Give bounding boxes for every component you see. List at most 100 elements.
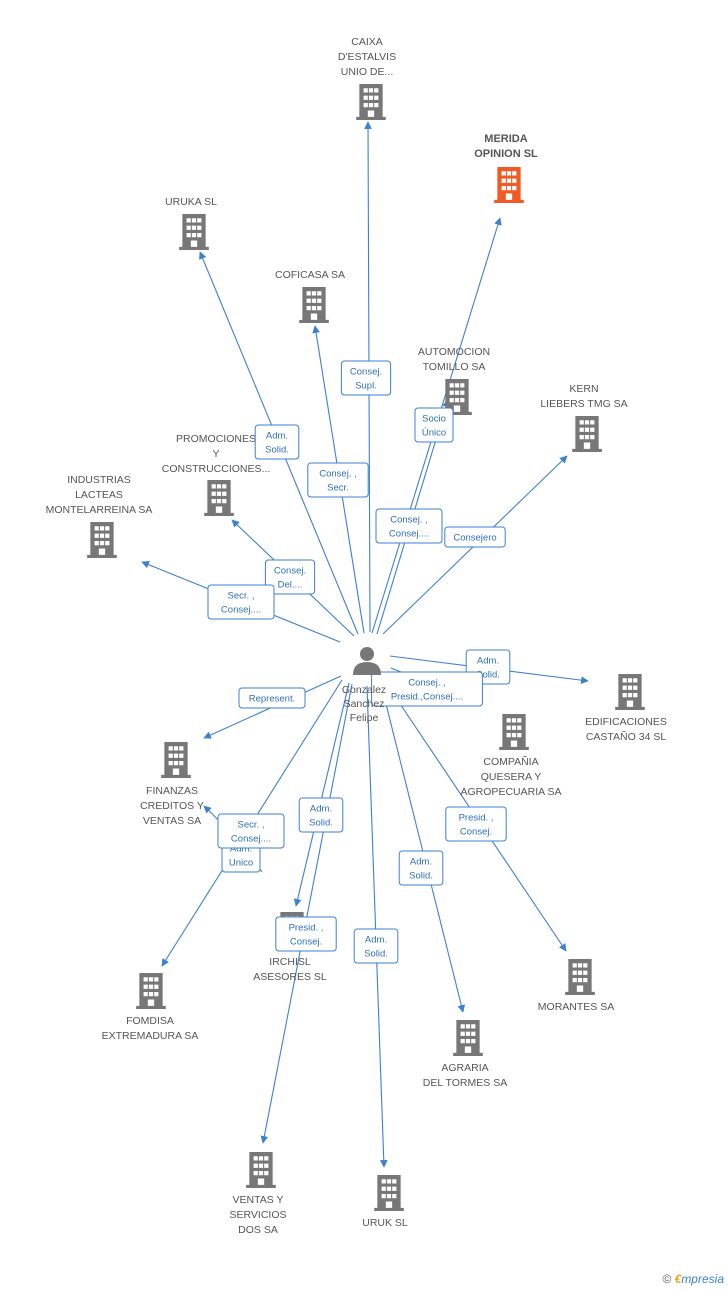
edge-label-text: Consej.... bbox=[221, 605, 261, 616]
building-icon bbox=[246, 1152, 276, 1188]
edge-label-finanzas[interactable]: Represent. bbox=[238, 687, 306, 709]
edge-label-box bbox=[307, 462, 369, 498]
edge-label-text: Adm. bbox=[477, 656, 499, 667]
footer-brand: © €mpresia bbox=[662, 1272, 724, 1286]
edge-line-irchisl bbox=[293, 682, 350, 907]
edge-label-agraria[interactable]: Adm.Solid. bbox=[398, 850, 444, 886]
person-name-line: Sanchez bbox=[344, 698, 385, 710]
edge-label-box bbox=[254, 424, 300, 460]
edge-label-box bbox=[353, 928, 399, 964]
company-node-promociones[interactable]: PROMOCIONESYCONSTRUCCIONES... bbox=[162, 433, 271, 516]
edge-label-box bbox=[340, 360, 392, 396]
company-node-irchisl[interactable]: IRCHISL ASESORES SL bbox=[253, 912, 327, 983]
edge-label-coficasa[interactable]: Consej. ,Secr. bbox=[307, 462, 369, 498]
edge-label-text: Secr. , bbox=[238, 820, 265, 831]
edge-line-ventas bbox=[260, 683, 353, 1144]
edge-label-box bbox=[238, 687, 306, 709]
company-name-line: ASESORES SL bbox=[253, 971, 327, 983]
company-name-line: QUESERA Y bbox=[481, 771, 542, 783]
brand-e-glyph: € bbox=[674, 1272, 682, 1286]
edge-label-text: Consej. bbox=[460, 827, 492, 838]
edge-label-box bbox=[207, 584, 275, 620]
edge-label-automocion[interactable]: Consej. ,Consej.... bbox=[375, 508, 443, 544]
edge-label-box bbox=[444, 526, 506, 548]
company-name-line: COMPAÑIA bbox=[483, 755, 538, 768]
company-name-line: URUK SL bbox=[362, 1217, 408, 1229]
edge-label-text: Adm. bbox=[365, 935, 387, 946]
building-icon bbox=[136, 973, 166, 1009]
company-name-line: EXTREMADURA SA bbox=[102, 1030, 199, 1042]
company-node-morantes[interactable]: MORANTES SA bbox=[538, 959, 614, 1013]
edge-label-box bbox=[414, 407, 454, 443]
edge-label-uruka[interactable]: Adm.Solid. bbox=[254, 424, 300, 460]
company-name-line: MERIDA bbox=[484, 133, 527, 145]
edge-label-text: Único bbox=[422, 428, 446, 439]
company-node-merida[interactable]: MERIDA OPINION SL bbox=[474, 133, 538, 203]
edge-label-box bbox=[445, 806, 507, 842]
company-name-line: CONSTRUCCIONES... bbox=[162, 463, 271, 475]
edge-label-text: Adm. bbox=[230, 844, 252, 855]
company-node-kern[interactable]: KERN LIEBERS TMG SA bbox=[540, 383, 628, 452]
company-name-line: VENTAS Y bbox=[233, 1194, 284, 1206]
company-name-line: D'ESTALVIS bbox=[338, 51, 396, 63]
company-name-line: LACTEAS bbox=[75, 489, 123, 501]
edge-label-text: Consej. , bbox=[390, 515, 428, 526]
edge-label-text: Solid. bbox=[364, 949, 388, 960]
edge-label-box bbox=[375, 508, 443, 544]
edge-label-industrias[interactable]: Secr. ,Consej.... bbox=[207, 584, 275, 620]
edge-label-compania[interactable]: Consej. ,Presid.,Consej.... bbox=[371, 671, 483, 707]
company-name-line: MORANTES SA bbox=[538, 1001, 614, 1013]
edge-label-text: Consejero bbox=[453, 533, 496, 544]
company-name-line: OPINION SL bbox=[474, 148, 538, 160]
company-name-line: TOMILLO SA bbox=[423, 361, 486, 373]
building-icon bbox=[161, 742, 191, 778]
edge-label-text: Adm. bbox=[266, 431, 288, 442]
edge-label-text: Consej. bbox=[274, 566, 306, 577]
edge-label-text: Del.... bbox=[278, 580, 303, 591]
edge-label-text: Consej. bbox=[290, 937, 322, 948]
company-name-line: URUKA SL bbox=[165, 196, 217, 208]
edge-label-irchisl[interactable]: Adm.Solid. bbox=[298, 797, 344, 833]
company-name-line: IRCHISL bbox=[269, 956, 311, 968]
company-node-coficasa[interactable]: COFICASA SA bbox=[275, 269, 345, 323]
building-icon bbox=[356, 84, 386, 120]
company-name-line: UNIO DE... bbox=[341, 66, 394, 78]
edge-label-caixa[interactable]: Consej.Supl. bbox=[340, 360, 392, 396]
building-icon bbox=[374, 1175, 404, 1211]
company-name-line: CAIXA bbox=[351, 36, 383, 48]
edge-label-text: Unico bbox=[229, 858, 253, 869]
company-name-line: KERN bbox=[569, 383, 598, 395]
building-icon bbox=[494, 167, 524, 203]
edge-label-finanzas2[interactable]: Secr. ,Consej.... bbox=[217, 813, 285, 849]
company-node-uruka[interactable]: URUKA SL bbox=[165, 196, 217, 250]
edge-label-morantes[interactable]: Presid. , Consej. bbox=[445, 806, 507, 842]
edge-label-promociones[interactable]: Consej. Del.... bbox=[264, 559, 316, 595]
edge-label-box bbox=[371, 671, 483, 707]
edge-label-text: Represent. bbox=[249, 694, 295, 705]
edge-label-text: Consej. , bbox=[319, 469, 357, 480]
edge-label-kern[interactable]: Consejero bbox=[444, 526, 506, 548]
edge-label-uruk[interactable]: Adm. Solid. bbox=[353, 928, 399, 964]
edge-label-box bbox=[398, 850, 444, 886]
company-node-uruk[interactable]: URUK SL bbox=[362, 1175, 408, 1229]
company-name-line: LIEBERS TMG SA bbox=[540, 398, 627, 410]
copyright-symbol: © bbox=[662, 1272, 672, 1286]
edge-line-uruk bbox=[366, 685, 388, 1168]
company-name-line: DEL TORMES SA bbox=[423, 1077, 507, 1089]
edge-label-ventas[interactable]: Presid. ,Consej. bbox=[275, 916, 337, 952]
company-node-caixa[interactable]: CAIXA D'ESTALVIS UNIO DE... bbox=[338, 36, 396, 120]
edge-label-box bbox=[275, 916, 337, 952]
building-icon bbox=[499, 714, 529, 750]
edge-label-text: Presid. , bbox=[459, 813, 494, 824]
